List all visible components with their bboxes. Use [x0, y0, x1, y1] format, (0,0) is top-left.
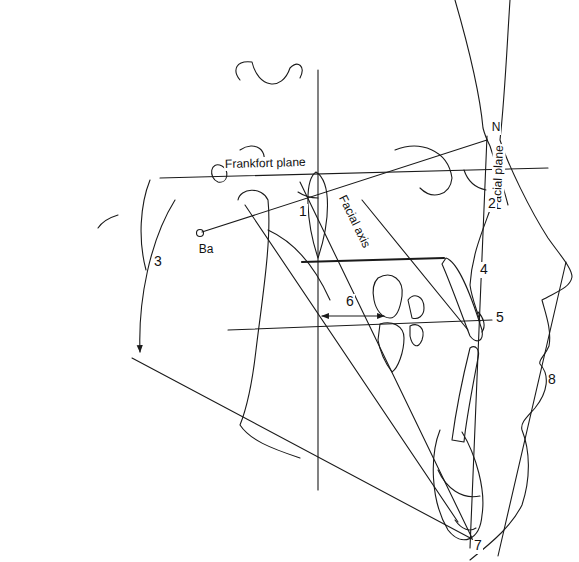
- mandibular-plane: [132, 358, 474, 540]
- e-line: [498, 262, 566, 556]
- angle-arc: [298, 192, 318, 198]
- upper-molar: [373, 275, 402, 318]
- callout-number: 3: [153, 254, 163, 269]
- coronoid: [268, 230, 330, 300]
- callout-number: 4: [479, 262, 489, 277]
- upper-incisor: [442, 258, 482, 341]
- plane-label: Frankfort plane: [223, 156, 306, 171]
- angle-arc: [140, 200, 175, 352]
- cranial-base: [98, 215, 118, 228]
- lower-molar: [378, 323, 404, 372]
- basion-point: [197, 230, 204, 237]
- sella-turcica: [236, 62, 302, 84]
- callout-number: 7: [473, 538, 483, 553]
- symphysis: [438, 470, 480, 497]
- callout-number: 8: [547, 372, 557, 387]
- a-pog-line: [362, 200, 468, 330]
- frankfort-plane: [160, 168, 548, 178]
- corpus-axis: [245, 205, 458, 522]
- angle-arc: [455, 520, 476, 530]
- callout-number: 2: [487, 196, 497, 211]
- soft-tissue-profile: [470, 0, 572, 560]
- angle-arc: [478, 312, 484, 332]
- callout-number: 1: [298, 204, 308, 219]
- point-label: Ba: [198, 243, 215, 256]
- premolar: [408, 296, 424, 346]
- pterygoid-vertical: [317, 70, 318, 490]
- callout-number: 5: [495, 310, 505, 325]
- axis-label: Facial axis: [335, 193, 373, 252]
- facial-axis: [300, 182, 472, 538]
- facial-plane: [470, 136, 487, 548]
- palatal-line: [302, 258, 444, 262]
- dimension-arrow: [322, 315, 384, 316]
- callout-number: 6: [345, 294, 355, 309]
- occlusal-line: [228, 320, 492, 330]
- cranial-base: [141, 180, 150, 270]
- point-label: N: [491, 121, 502, 134]
- angle-arc: [464, 170, 486, 190]
- symphysis: [433, 430, 483, 540]
